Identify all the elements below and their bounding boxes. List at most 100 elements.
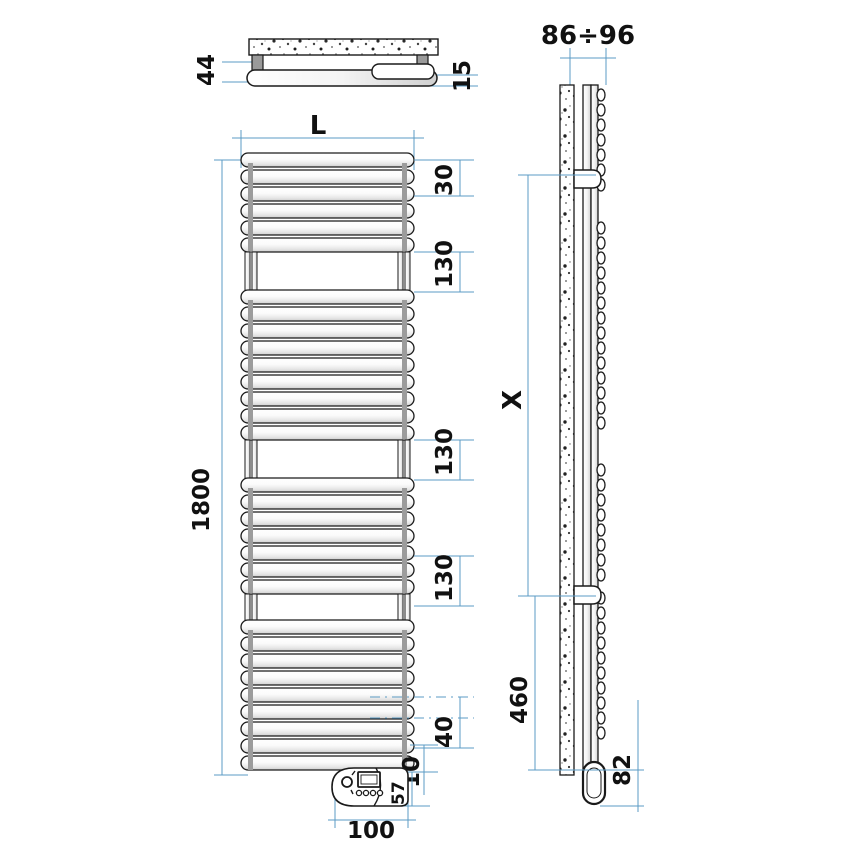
riser-gap-1 [244, 251, 411, 293]
riser-tube-left-inner [251, 251, 258, 293]
rail-end [596, 568, 606, 582]
rail-end [596, 311, 606, 325]
dimension-top-44: 44 [194, 54, 220, 86]
rail-group-2 [240, 289, 415, 441]
rail-end [596, 523, 606, 537]
rail-end [596, 251, 606, 265]
rail [240, 220, 415, 236]
rail-end [596, 148, 606, 162]
rail [240, 528, 415, 544]
rail-connector-left [248, 163, 253, 253]
rail [240, 511, 415, 527]
rail [240, 306, 415, 322]
rail-end [596, 651, 606, 665]
rail [240, 619, 415, 635]
rail-end [596, 341, 606, 355]
rail-end [596, 553, 606, 567]
dimension-front-1800: 1800 [189, 468, 215, 532]
rail-group-3 [240, 477, 415, 595]
rail-end [596, 636, 606, 650]
dimension-side-460: 460 [507, 676, 533, 724]
rail-end [596, 133, 606, 147]
riser-tube-right-inner [397, 439, 404, 481]
rail-end [596, 606, 606, 620]
rail [240, 425, 415, 441]
wall-bracket-upper [573, 169, 602, 189]
rail [240, 357, 415, 373]
keypad-button-icon[interactable] [362, 789, 370, 797]
power-button-marker [351, 770, 356, 776]
rail-end [596, 696, 606, 710]
rail-end [596, 236, 606, 250]
riser-tube-right [404, 593, 411, 623]
dimension-front-40: 40 [432, 716, 458, 748]
riser-tube-left [244, 439, 251, 481]
front-view: L 1800 [189, 111, 474, 795]
rail-group-1 [240, 152, 415, 253]
rail [240, 408, 415, 424]
wall-bracket-lower [573, 585, 602, 605]
top-view-control-unit [371, 63, 435, 80]
rail [240, 374, 415, 390]
side-view-rail-ends-middle [596, 221, 606, 430]
rail [240, 323, 415, 339]
dimension-side-X: X [498, 390, 528, 410]
lcd-display-inner [360, 774, 378, 785]
rail [240, 237, 415, 253]
rail-end [596, 281, 606, 295]
rail-end [596, 463, 606, 477]
rail-end [596, 356, 606, 370]
side-view-rail-ends-lower [596, 463, 606, 740]
rail-connector-left [248, 630, 253, 770]
riser-tube-left [244, 251, 251, 293]
rail [240, 738, 415, 754]
dimension-front-130-a: 130 [432, 240, 458, 288]
dimension-control-unit-100: 100 [347, 818, 395, 844]
riser-tube-left [244, 593, 251, 623]
rail [240, 545, 415, 561]
riser-gap-3 [244, 593, 411, 623]
dimension-82-lines [600, 700, 644, 812]
keypad-button-icon[interactable] [355, 789, 363, 797]
rail [240, 152, 415, 168]
rail-end [596, 493, 606, 507]
rail [240, 203, 415, 219]
side-view: 86÷96 [498, 21, 644, 812]
rail-end [596, 118, 606, 132]
dimension-front-30: 30 [432, 164, 458, 196]
keypad-button-icon[interactable] [376, 789, 384, 797]
rail [240, 186, 415, 202]
rail-end [596, 401, 606, 415]
rail [240, 755, 415, 771]
rail [240, 340, 415, 356]
rail [240, 687, 415, 703]
rail-end [596, 666, 606, 680]
rail-end [596, 296, 606, 310]
power-button-icon[interactable] [341, 776, 353, 788]
side-view-rail-ends-upper [596, 88, 606, 192]
side-view-control-unit-inner [586, 767, 602, 799]
dimension-top-15: 15 [450, 60, 476, 92]
rail [240, 477, 415, 493]
rail-group-4 [240, 619, 415, 771]
riser-tube-right-inner [397, 251, 404, 293]
keypad-button-icon[interactable] [369, 789, 377, 797]
rail-connector-left [248, 300, 253, 440]
power-button-marker-2 [350, 789, 354, 795]
rail-end [596, 726, 606, 740]
dimension-side-depth: 86÷96 [541, 21, 635, 51]
riser-tube-right-inner [397, 593, 404, 623]
rail-end [596, 478, 606, 492]
rail [240, 289, 415, 305]
top-view-wall [248, 38, 439, 56]
rail-connector-right [402, 300, 407, 440]
dimension-control-unit-57: 57 [389, 781, 409, 805]
dimension-front-130-b: 130 [432, 428, 458, 476]
riser-tube-right [404, 439, 411, 481]
rail-connector-left [248, 488, 253, 594]
rail [240, 670, 415, 686]
rail-end [596, 508, 606, 522]
rail-end [596, 711, 606, 725]
riser-tube-left-inner [251, 439, 258, 481]
